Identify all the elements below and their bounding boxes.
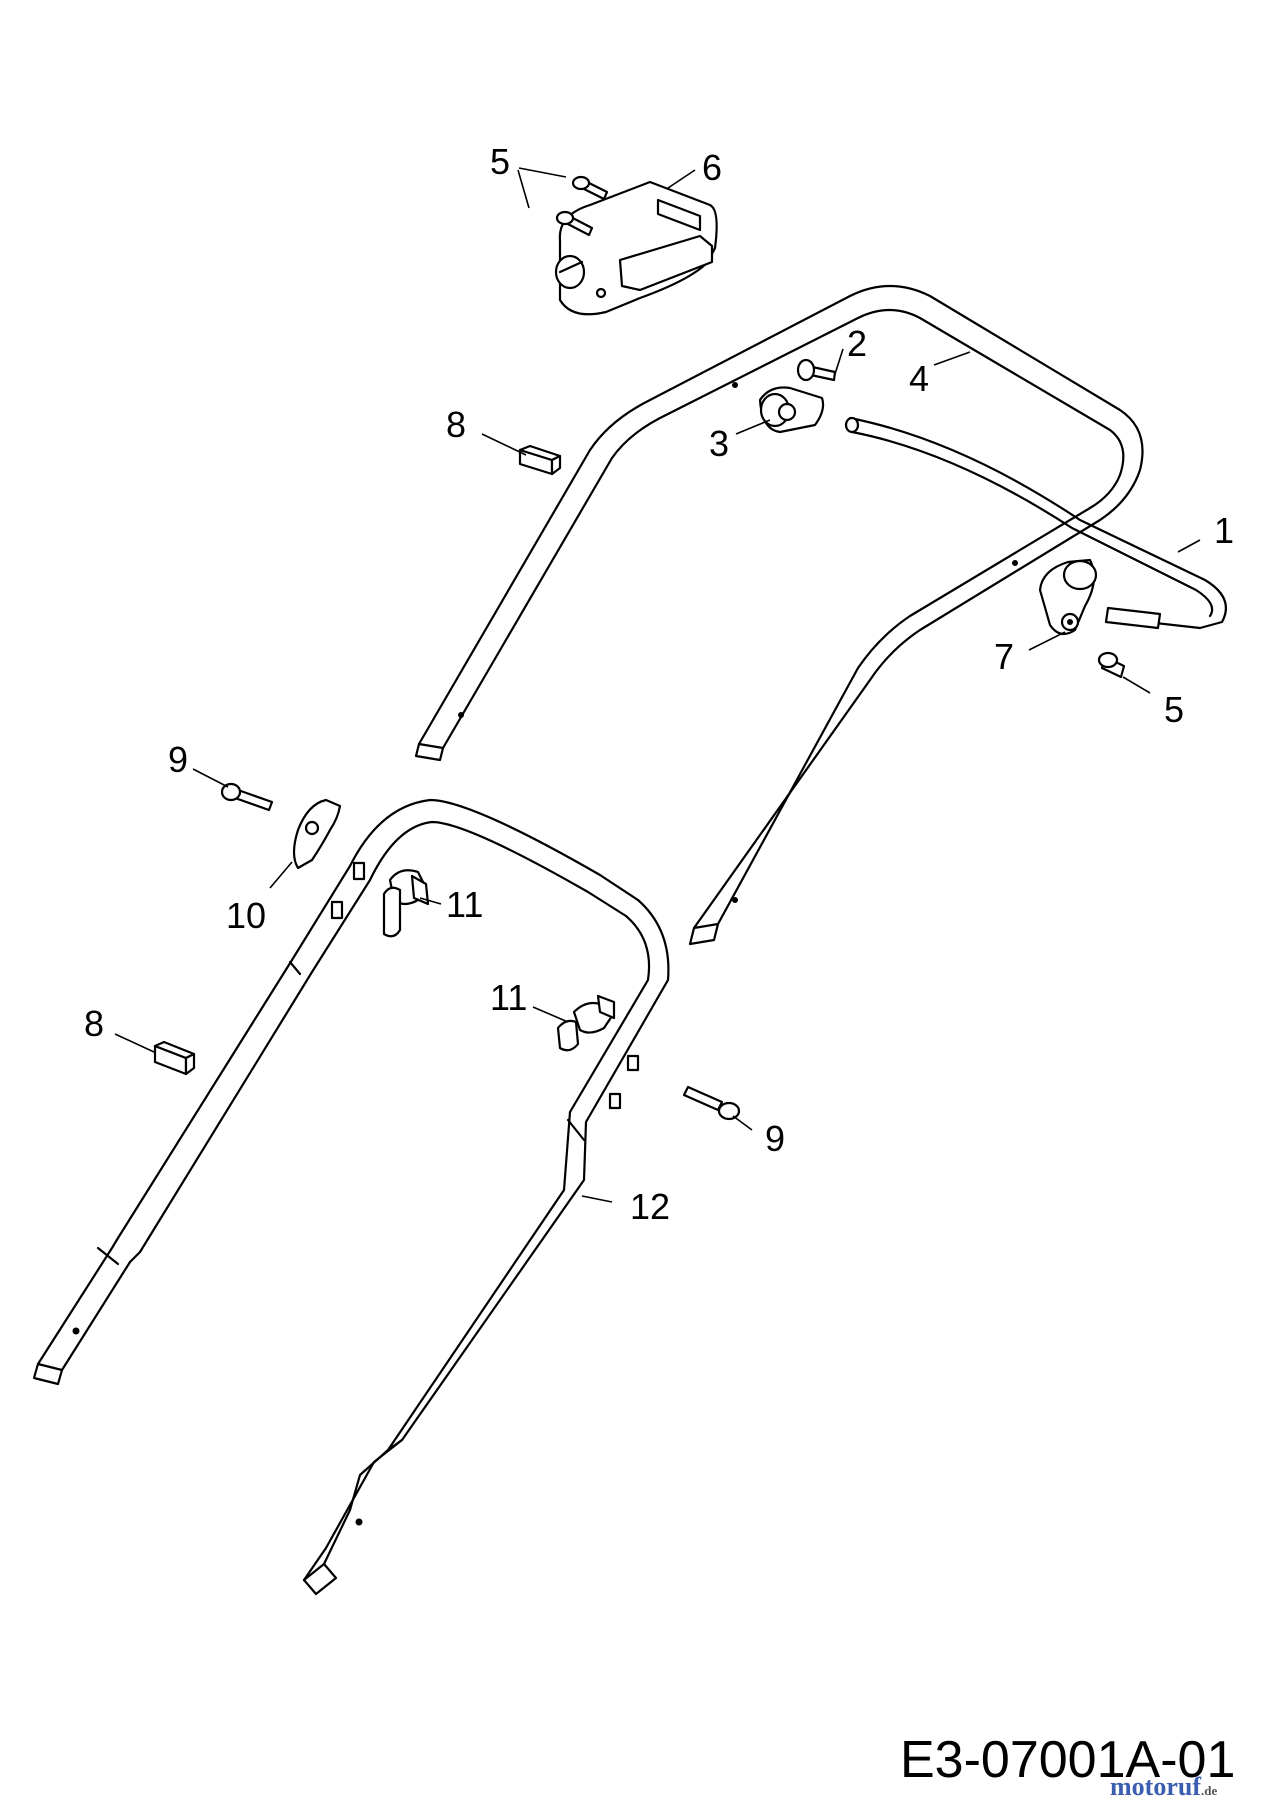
callout-9-lower: 9 — [765, 1118, 785, 1159]
callout-6: 6 — [702, 147, 722, 188]
bracket-7 — [1038, 558, 1098, 636]
wing-knob-11-lower — [556, 994, 616, 1052]
watermark-brand: motoruf — [1110, 1772, 1201, 1801]
callout-11-lower: 11 — [490, 977, 527, 1018]
watermark-logo: motoruf.de — [1110, 1772, 1217, 1802]
callout-3: 3 — [709, 423, 729, 464]
callout-11-upper: 11 — [446, 884, 483, 925]
callout-7: 7 — [994, 636, 1014, 677]
callout-5-cover: 5 — [490, 141, 510, 182]
callout-10: 10 — [226, 895, 266, 936]
callout-4: 4 — [909, 358, 929, 399]
connector-3 — [758, 386, 825, 434]
callout-9-upper: 9 — [168, 739, 188, 780]
callout-8-lower: 8 — [84, 1003, 104, 1044]
lower-handle — [32, 798, 670, 1596]
screw-5-upper — [555, 175, 609, 237]
screw-5-lower — [1097, 651, 1126, 679]
drawing-code: E3-07001A-01 — [900, 1731, 1236, 1789]
cable-clip-8-lower — [153, 1040, 196, 1076]
cable-clip-8-upper — [518, 444, 562, 476]
bolt-9-right — [682, 1085, 741, 1121]
leader-lines — [114, 167, 1201, 1203]
watermark-tld: .de — [1200, 1783, 1218, 1798]
callout-1: 1 — [1214, 510, 1234, 551]
callout-5-bracket: 5 — [1164, 689, 1184, 730]
callout-8-upper: 8 — [446, 404, 466, 445]
callout-2: 2 — [847, 323, 867, 364]
cover-clip — [554, 180, 718, 316]
wing-knob-11-upper — [382, 869, 430, 938]
callout-numbers: 5 6 2 4 8 3 1 7 5 9 10 11 8 11 9 12 — [84, 141, 1234, 1227]
upper-handle — [414, 284, 1144, 946]
bolt-9-left — [220, 782, 274, 812]
clip-10 — [292, 798, 342, 870]
control-rod — [844, 416, 1227, 630]
callout-12: 12 — [630, 1186, 670, 1227]
screw-2 — [796, 358, 837, 382]
